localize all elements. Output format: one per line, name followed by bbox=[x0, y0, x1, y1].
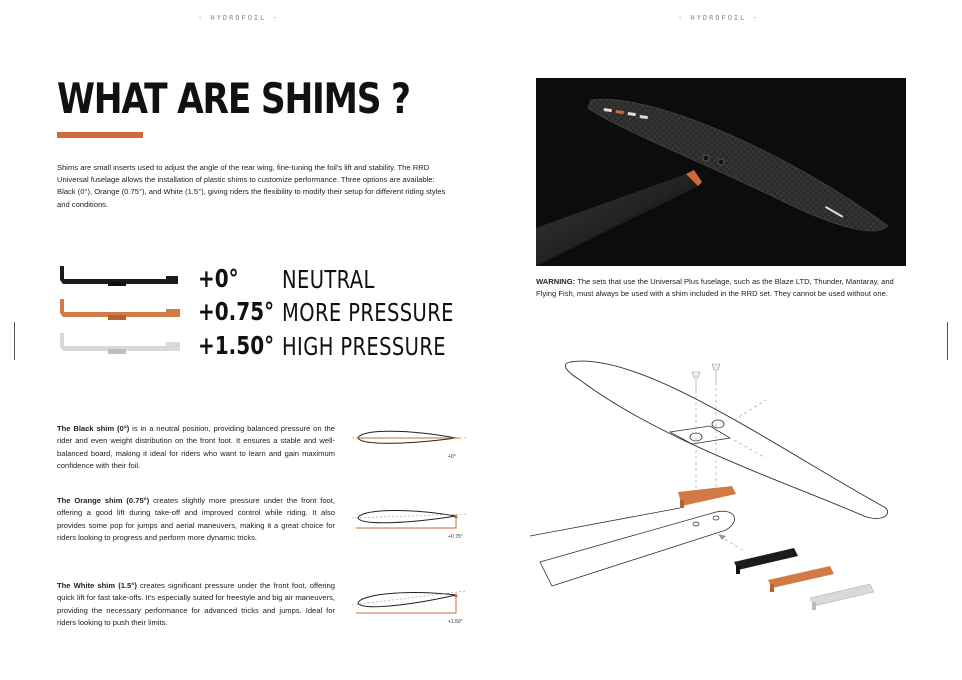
orange-shim-lead: The Orange shim (0.75°) bbox=[57, 496, 150, 505]
shim-degree-white: +1.50° bbox=[198, 331, 275, 360]
white-shim-description: The White shim (1.5°) creates significan… bbox=[57, 580, 335, 629]
page-edge-mark-right bbox=[947, 322, 948, 360]
exploded-assembly-diagram bbox=[529, 360, 888, 610]
foil-label-1: +0.75° bbox=[448, 534, 463, 540]
running-header-right: - HYDROFOIL - bbox=[678, 14, 759, 22]
intro-paragraph: Shims are small inserts used to adjust t… bbox=[57, 163, 446, 209]
title-accent-bar bbox=[57, 132, 143, 138]
warning-note: WARNING: The sets that use the Universal… bbox=[536, 276, 908, 301]
black-shim-description: The Black shim (0°) is in a neutral posi… bbox=[57, 423, 335, 472]
white-shim-icon bbox=[60, 333, 180, 354]
black-shim-text: is in a neutral position, providing bala… bbox=[57, 424, 336, 470]
page-edge-mark-left bbox=[14, 322, 15, 360]
white-shim-lead: The White shim (1.5°) bbox=[57, 581, 137, 590]
shim-label-black: NEUTRAL bbox=[282, 265, 375, 294]
shim-degree-black: +0° bbox=[198, 264, 239, 293]
foil-label-2: +1.50° bbox=[448, 619, 463, 625]
foil-profile-1-icon: +0.75° bbox=[352, 510, 467, 540]
foil-profile-2-icon: +1.50° bbox=[352, 590, 467, 625]
carbon-wing-illustration bbox=[536, 78, 906, 266]
black-shim-icon bbox=[60, 266, 178, 286]
warning-lead: WARNING: bbox=[536, 277, 576, 286]
rear-wing-photo bbox=[536, 78, 906, 266]
orange-shim-description: The Orange shim (0.75°) creates slightly… bbox=[57, 495, 335, 544]
shim-label-white: HIGH PRESSURE bbox=[282, 332, 446, 361]
foil-label-0: +0° bbox=[448, 454, 456, 460]
page-title: WHAT ARE SHIMS ? bbox=[57, 74, 411, 123]
white-shim-text: creates significant pressure under the f… bbox=[57, 581, 335, 627]
foil-profile-0-icon: +0° bbox=[352, 430, 466, 460]
screw-icons bbox=[691, 363, 721, 390]
shim-label-orange: MORE PRESSURE bbox=[282, 298, 454, 327]
orange-shim-text: creates slightly more pressure under the… bbox=[57, 496, 335, 542]
running-header-left: - HYDROFOIL - bbox=[198, 14, 279, 22]
orange-shim-icon bbox=[60, 299, 180, 320]
black-shim-lead: The Black shim (0°) bbox=[57, 424, 130, 433]
shim-degree-orange: +0.75° bbox=[198, 297, 275, 326]
warning-text: The sets that use the Universal Plus fus… bbox=[536, 277, 894, 299]
